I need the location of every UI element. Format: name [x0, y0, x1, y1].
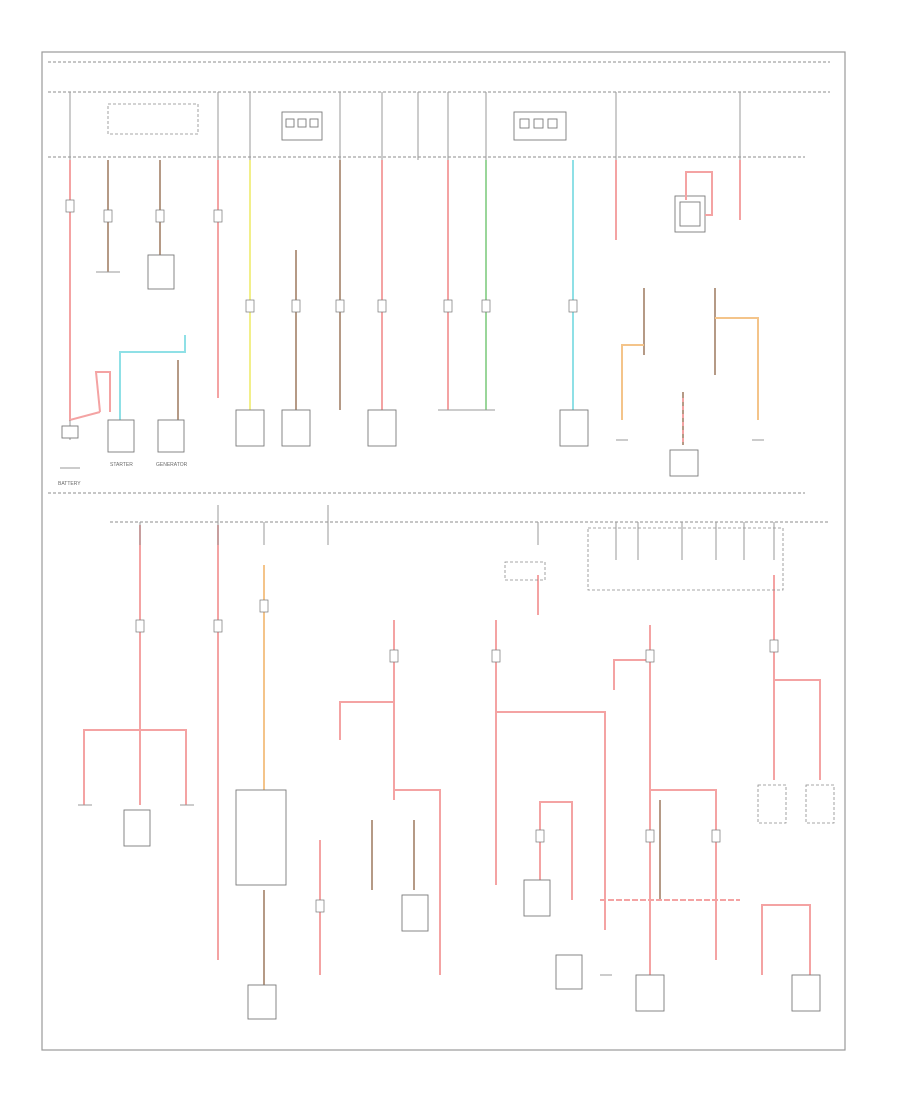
starter-label: STARTER [110, 462, 133, 468]
connector-markers [65, 199, 779, 913]
lower-components [123, 527, 835, 1020]
battery-label: BATTERY [58, 481, 81, 487]
generator-label: GENERATOR [156, 462, 188, 468]
top-connector-blocks [107, 103, 706, 233]
upper-ground-lines [96, 271, 495, 411]
diagram-frame [41, 51, 846, 1051]
tipm-module [235, 789, 287, 886]
battery-symbol [61, 425, 79, 439]
component-module-a [147, 254, 175, 290]
lower-wires [83, 525, 821, 985]
upper-fuse-taps [69, 92, 741, 160]
upper-wires [69, 160, 759, 445]
upper-components [61, 254, 699, 477]
lower-fuse-taps [139, 505, 775, 560]
generator-box [157, 419, 185, 453]
lower-ground-lines [60, 439, 764, 976]
starter-box [107, 419, 135, 453]
